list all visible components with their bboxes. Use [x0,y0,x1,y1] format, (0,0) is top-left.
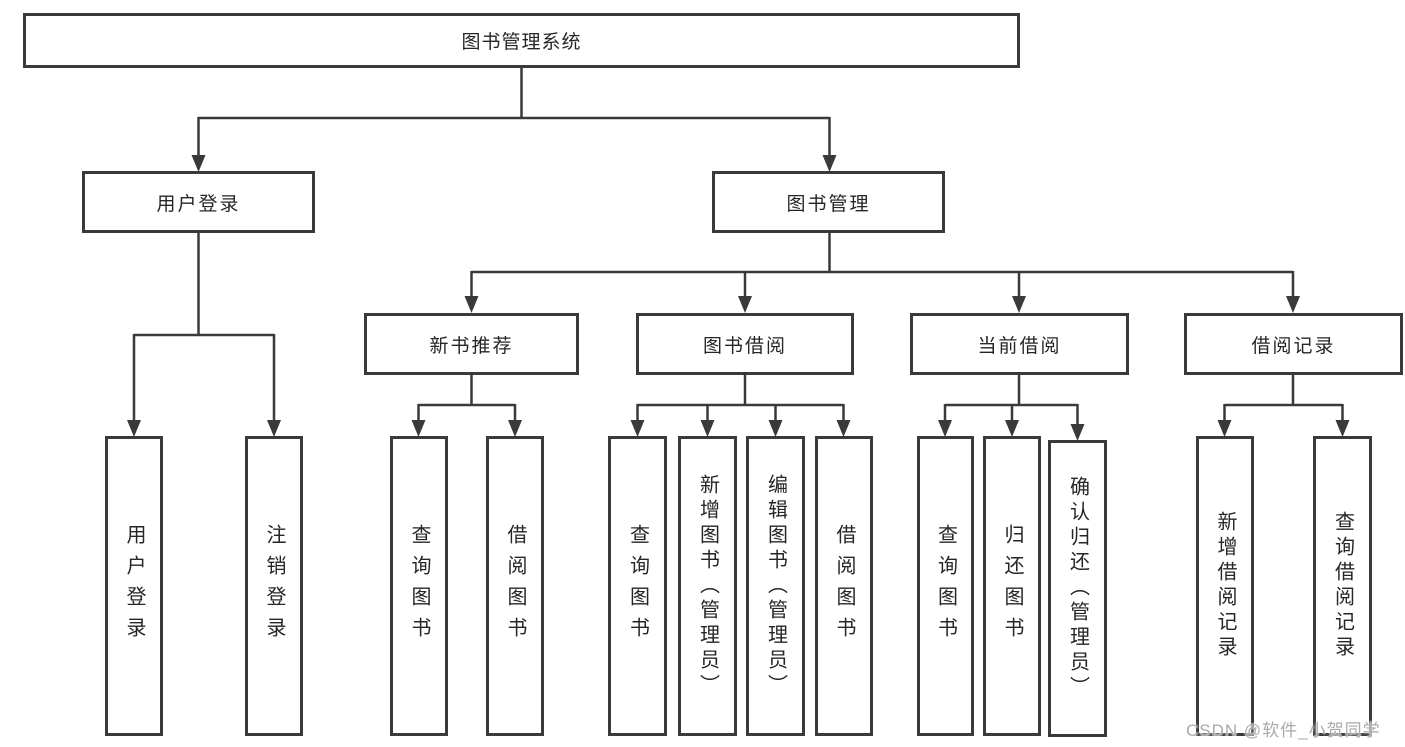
leaf-borrow-edit-books-admin-label: 编辑图书（管理员） [764,473,787,699]
node-new-book-recommend-label: 新书推荐 [429,335,514,357]
leaf-borrow-query-books-label: 查询图书 [626,524,649,648]
leaf-borrow-query-books: 查询图书 [608,436,667,736]
node-user-login-label: 用户登录 [156,193,241,215]
leaf-current-confirm-return-admin-label: 确认归还（管理员） [1066,476,1089,701]
leaf-newbook-borrow-books: 借阅图书 [486,436,544,736]
leaf-user-login-label: 用户登录 [123,524,145,648]
node-current-borrow-label: 当前借阅 [977,335,1062,357]
leaf-borrow-add-books-admin: 新增图书（管理员） [678,436,737,736]
leaf-current-confirm-return-admin: 确认归还（管理员） [1048,440,1107,737]
node-borrow-records-label: 借阅记录 [1251,335,1336,357]
node-book-management-label: 图书管理 [786,193,871,215]
leaf-record-query-label: 查询借阅记录 [1331,511,1354,661]
node-book-borrow: 图书借阅 [636,313,854,375]
node-borrow-records: 借阅记录 [1184,313,1403,375]
leaf-borrow-add-books-admin-label: 新增图书（管理员） [696,473,719,699]
watermark: CSDN @软件_小贺同学 [1186,721,1381,740]
leaf-record-add-label: 新增借阅记录 [1214,511,1236,661]
node-root: 图书管理系统 [23,13,1020,68]
leaf-borrow-borrow-books-label: 借阅图书 [833,524,855,648]
leaf-borrow-edit-books-admin: 编辑图书（管理员） [746,436,805,736]
leaf-current-return-books: 归还图书 [983,436,1041,736]
leaf-newbook-query-books-label: 查询图书 [408,524,430,648]
node-new-book-recommend: 新书推荐 [364,313,579,375]
node-user-login: 用户登录 [82,171,315,233]
leaf-record-query: 查询借阅记录 [1313,436,1372,736]
leaf-newbook-query-books: 查询图书 [390,436,448,736]
leaf-logout-login-label: 注销登录 [263,524,285,648]
leaf-current-query-books-label: 查询图书 [934,524,957,648]
leaf-user-login: 用户登录 [105,436,163,736]
leaf-newbook-borrow-books-label: 借阅图书 [504,524,526,648]
leaf-record-add: 新增借阅记录 [1196,436,1254,736]
leaf-borrow-borrow-books: 借阅图书 [815,436,873,736]
leaf-current-return-books-label: 归还图书 [1001,524,1023,648]
node-current-borrow: 当前借阅 [910,313,1129,375]
leaf-logout-login: 注销登录 [245,436,303,736]
node-root-label: 图书管理系统 [461,32,582,53]
leaf-current-query-books: 查询图书 [917,436,974,736]
node-book-borrow-label: 图书借阅 [702,335,787,357]
node-book-management: 图书管理 [712,171,945,233]
